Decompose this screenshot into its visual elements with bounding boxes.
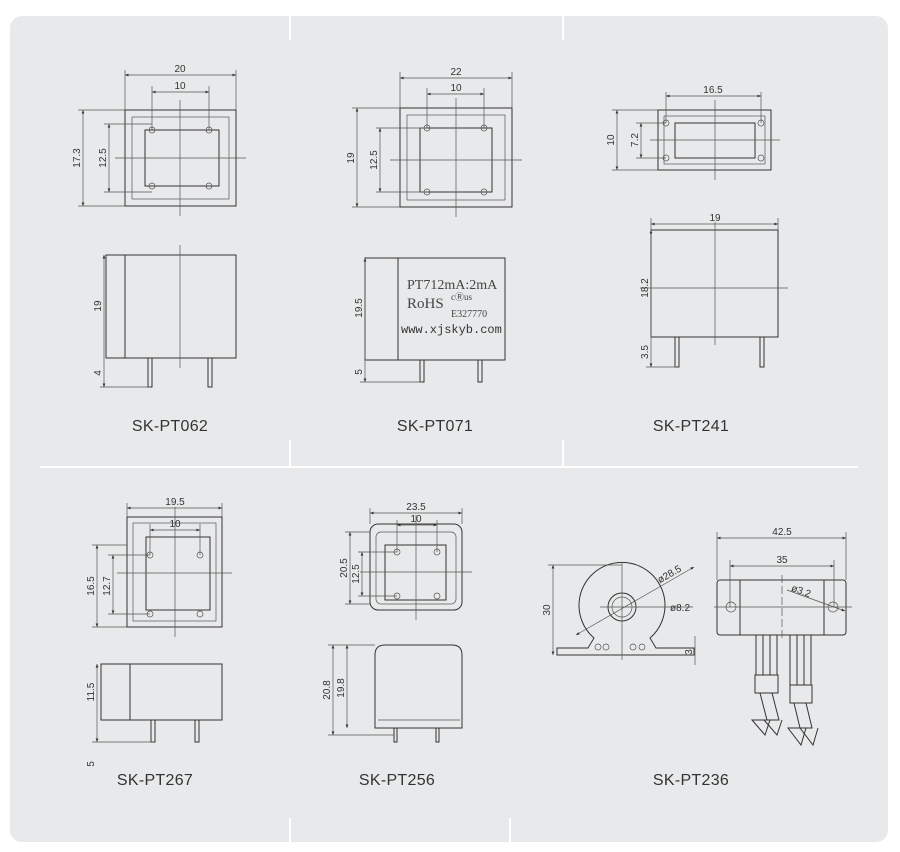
dim-label: 18.2 [640, 278, 651, 298]
dim-label: 12.5 [369, 150, 380, 170]
dim-label: 19.5 [165, 497, 185, 508]
dim-label: 30 [542, 604, 553, 616]
ul-mark: cⓇus [451, 292, 472, 302]
divider [562, 440, 564, 468]
divider [289, 818, 291, 842]
dim-label: 22 [450, 67, 462, 78]
dim-label: 12.7 [102, 576, 113, 596]
dim-label: 10 [606, 134, 617, 146]
marking-rating: PT712mA:2mA [407, 278, 498, 293]
dim-label: 7.2 [630, 133, 641, 147]
product-label-sk-pt071: SK-PT071 [396, 418, 474, 435]
divider [289, 16, 291, 40]
marking-cert: E327770 [451, 309, 487, 320]
marking-rohs: RoHS [407, 296, 444, 312]
dim-label: 16.5 [86, 576, 97, 596]
dim-label: 16.5 [703, 85, 723, 96]
dim-label: 4 [93, 370, 104, 376]
dim-label: 35 [776, 555, 788, 566]
drawing-sk-pt062: 20 10 17.3 12.5 19 4 [72, 64, 246, 388]
dim-label: 10 [174, 81, 186, 92]
dim-label: 5 [354, 369, 365, 375]
dim-label: 12.5 [351, 564, 362, 584]
drawing-sk-pt241: 16.5 10 7.2 19 18.2 3.5 [606, 85, 788, 368]
drawing-sk-pt071: 22 10 19 12.5 PT712mA:2mA RoHS cⓇus E327… [346, 67, 522, 383]
dim-label: 19 [346, 152, 357, 164]
dim-label: 11.5 [86, 682, 97, 701]
product-label-sk-pt256: SK-PT256 [358, 772, 436, 789]
dim-label: 17.3 [72, 148, 83, 168]
dim-label: 19 [709, 213, 721, 224]
dim-label: 12.5 [98, 148, 109, 168]
dim-label: 20.5 [339, 558, 350, 578]
dim-label: 5 [86, 761, 97, 767]
drawing-sk-pt236: 30 ø28.5 ø8.2 3 42.5 35 ø3.2 [542, 527, 852, 747]
divider [40, 466, 858, 468]
dim-label: 19 [93, 300, 104, 312]
dim-label: 19.5 [354, 298, 365, 318]
dim-label: 10 [169, 519, 181, 530]
product-label-sk-pt236: SK-PT236 [652, 772, 730, 789]
dim-label: 10 [450, 83, 462, 94]
marking-url: www.xjskyb.com [401, 323, 502, 337]
divider [509, 818, 511, 842]
product-grid-card [10, 16, 888, 842]
dim-label: ø3.2 [790, 583, 813, 600]
dim-label: 10 [410, 514, 422, 525]
dim-label: ø28.5 [656, 563, 684, 586]
dim-label: 3.5 [640, 345, 651, 359]
product-label-sk-pt062: SK-PT062 [131, 418, 209, 435]
dim-label: 23.5 [406, 502, 426, 513]
dim-label: 19.8 [336, 678, 347, 698]
dim-label: ø8.2 [670, 603, 690, 614]
dim-label: 42.5 [772, 527, 792, 538]
product-label-sk-pt241: SK-PT241 [652, 418, 730, 435]
divider [562, 16, 564, 40]
drawing-sk-pt256: 23.5 10 20.5 12.5 20.8 19.8 [322, 502, 472, 743]
product-label-sk-pt267: SK-PT267 [116, 772, 194, 789]
dim-label: 20 [174, 64, 186, 75]
dim-label: 3 [684, 649, 695, 655]
dim-label: 20.8 [322, 680, 333, 700]
divider [289, 440, 291, 468]
drawing-sk-pt267: 19.5 10 16.5 12.7 11.5 5 [86, 497, 232, 767]
